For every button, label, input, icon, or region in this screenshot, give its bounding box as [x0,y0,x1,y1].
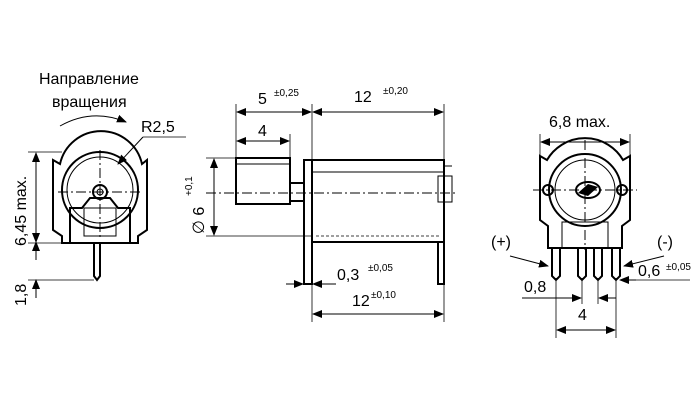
rotation-arrow [59,114,127,127]
dim-03-label: 0,3 [337,267,359,284]
dim-5-tol: ±0,25 [274,88,299,99]
dim-12-top-label: 12 [354,89,372,106]
knob [235,157,291,205]
diameter-label: ∅ 6 [191,207,208,234]
dim-12-top-tol: ±0,20 [383,86,408,97]
right-rear-view: 6,8 max. (+) (-) 0,8 0,6 [491,114,691,338]
radius-label: R2,5 [141,119,175,136]
dim-12-bottom-label: 12 [352,293,370,310]
plus-label: (+) [491,234,511,251]
dim-4-label: 4 [258,123,267,140]
motor-body [311,159,445,243]
rotation-note-line1: Направление [39,71,139,88]
height-dim-label: 6,45 max. [13,176,30,246]
pin-plus [551,248,561,282]
side-view: 5 ±0,25 12 ±0,20 4 ∅ 6 +0,1 0,3 ±0, [184,86,458,322]
dim-12-bottom-tol: ±0,10 [371,290,396,301]
left-front-view: Направление вращения R2,5 6,45 max. 1,8 [13,71,186,306]
dim-5-label: 5 [258,91,267,108]
dim-06-label: 0,6 [638,263,660,280]
minus-label: (-) [657,234,673,251]
dim-4-right-label: 4 [578,307,587,324]
left-pin [93,243,101,282]
pin-length-label: 1,8 [13,284,30,306]
width-dim-label: 6,8 max. [549,114,610,131]
dim-03-tol: ±0,05 [368,263,393,274]
pin-minus [611,248,621,282]
dim-08-label: 0,8 [524,279,546,296]
rotation-note-line2: вращения [52,94,127,111]
diameter-tol: +0,1 [184,176,195,196]
dim-06-tol: ±0,05 [666,262,691,273]
left-body-ring [52,130,148,244]
